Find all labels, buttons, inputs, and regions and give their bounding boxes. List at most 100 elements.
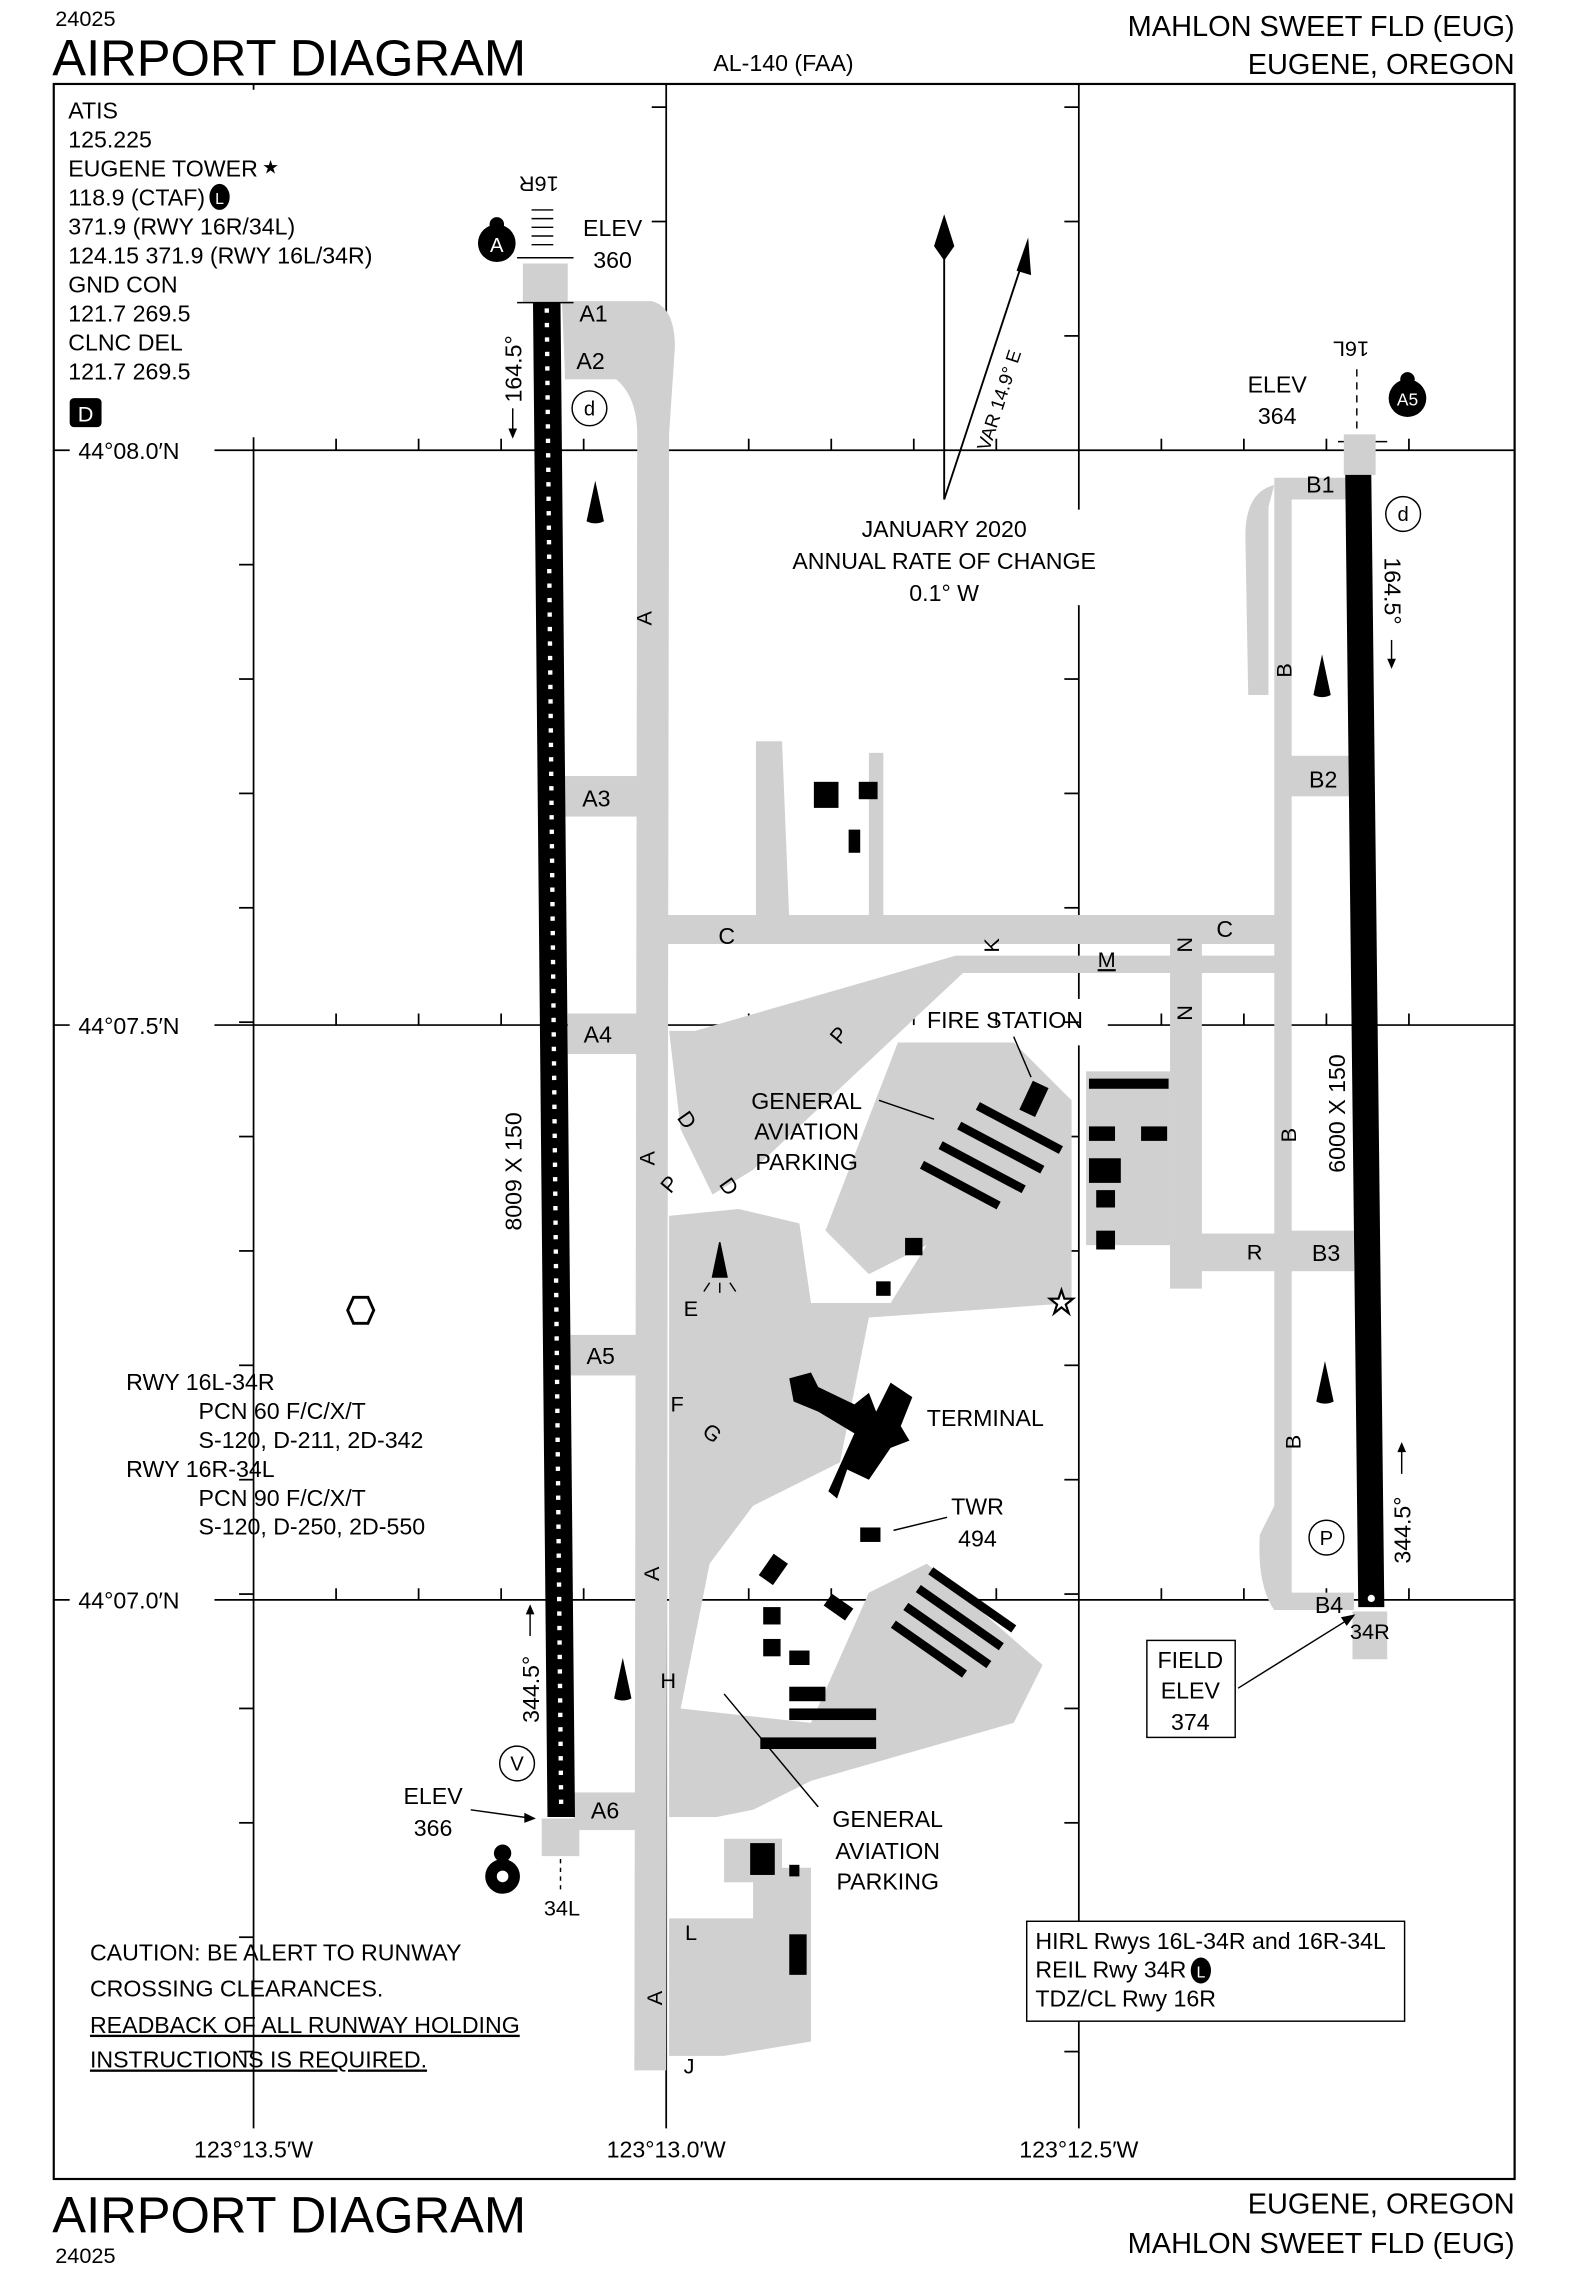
field-elev-line: ELEV bbox=[1161, 1677, 1221, 1703]
pcn-line: S-120, D-250, 2D-550 bbox=[199, 1514, 426, 1540]
wind-cone-icon bbox=[614, 1657, 632, 1701]
lat-label-0800: 44°08.0′N bbox=[78, 438, 179, 464]
badge-a5-icon bbox=[1388, 372, 1427, 417]
circle-d-icon bbox=[571, 390, 608, 427]
circle-d-text: d bbox=[1398, 504, 1409, 526]
buildings bbox=[750, 781, 1169, 1975]
circle-d-icon bbox=[1385, 495, 1422, 533]
arrow-down-icon bbox=[1387, 658, 1396, 669]
terminal-label: TERMINAL bbox=[927, 1405, 1044, 1431]
ga-parking-label-south: PARKING bbox=[836, 1868, 939, 1894]
runway-dimensions-left: 8009 X 150 bbox=[500, 1112, 526, 1230]
comm-line: 124.15 371.9 (RWY 16L/34R) bbox=[68, 243, 372, 269]
building bbox=[858, 781, 878, 800]
taxiway-label: A bbox=[635, 1151, 660, 1166]
arrow-up-icon bbox=[525, 1604, 535, 1615]
runway-dimensions-right: 6000 X 150 bbox=[1324, 1054, 1350, 1172]
rwy-16l-label: 16L bbox=[1333, 337, 1369, 362]
lon-label-1225: 123°12.5′W bbox=[1019, 2136, 1138, 2162]
field-elevation-box: FIELD ELEV 374 bbox=[1146, 1614, 1356, 1739]
elev-value: 360 bbox=[593, 247, 632, 273]
lon-label-1330: 123°13.0′W bbox=[607, 2136, 726, 2162]
taxiway-label: E bbox=[684, 1296, 698, 1321]
taxiway-label: J bbox=[684, 2053, 695, 2078]
taxiway-label: A2 bbox=[576, 348, 604, 374]
taxiway-label: B4 bbox=[1315, 1592, 1343, 1618]
magnetic-variation: VAR 14.9° E JANUARY 2020 ANNUAL RATE OF … bbox=[789, 214, 1101, 606]
var-label: VAR 14.9° E bbox=[973, 347, 1025, 453]
comm-line: 121.7 269.5 bbox=[68, 358, 190, 384]
caution-line: CAUTION: BE ALERT TO RUNWAY bbox=[90, 1939, 461, 1965]
taxiway-network bbox=[561, 301, 1354, 2071]
comm-line: 125.225 bbox=[68, 127, 152, 153]
lon-label-1335: 123°13.5′W bbox=[194, 2136, 313, 2162]
taxiway-label: A bbox=[642, 1990, 667, 2005]
circle-p-icon bbox=[1308, 1519, 1345, 1556]
chart-number-bottom: 24025 bbox=[55, 2243, 115, 2268]
taxiway-label: L bbox=[685, 1920, 697, 1945]
terminal-building bbox=[789, 1372, 913, 1499]
comms-block: ATIS 125.225 EUGENE TOWER ★ 118.9 (CTAF)… bbox=[58, 89, 457, 438]
heading-344-right: 344.5° bbox=[1389, 1496, 1415, 1563]
taxiway-label: A1 bbox=[579, 300, 607, 326]
taxiway-label: A4 bbox=[584, 1021, 612, 1047]
arff-index-a-badge-icon bbox=[477, 217, 516, 263]
comm-line: 371.9 (RWY 16R/34L) bbox=[68, 214, 295, 240]
symbols: A A5 d d P V bbox=[346, 217, 1427, 1894]
pcn-line: RWY 16L-34R bbox=[126, 1369, 274, 1395]
pcn-block: RWY 16L-34R PCN 60 F/C/X/T S-120, D-211,… bbox=[126, 1369, 425, 1540]
beacon-icon bbox=[703, 1242, 737, 1293]
comm-line: ATIS bbox=[68, 98, 118, 124]
lighting-badge-text: L bbox=[1196, 1965, 1205, 1982]
heading-344-left: 344.5° bbox=[518, 1656, 544, 1723]
lighting-badge-text: L bbox=[215, 191, 224, 208]
lighting-line: HIRL Rwys 16L-34R and 16R-34L bbox=[1035, 1928, 1386, 1954]
building bbox=[848, 829, 861, 853]
caution-line-underlined: READBACK OF ALL RUNWAY HOLDING bbox=[90, 2012, 520, 2038]
tower-star-icon: ★ bbox=[262, 157, 279, 178]
lighting-badge-icon bbox=[209, 183, 230, 210]
taxiway-label: C bbox=[1216, 916, 1233, 942]
star-outline-icon bbox=[1046, 1286, 1077, 1317]
taxiway-label: N bbox=[1172, 1005, 1197, 1021]
dcl-badge-icon bbox=[69, 398, 102, 428]
taxiway-label: B1 bbox=[1306, 471, 1334, 497]
field-elev-line: FIELD bbox=[1157, 1647, 1223, 1673]
title-bottom: AIRPORT DIAGRAM bbox=[52, 2187, 526, 2244]
comm-line: 121.7 269.5 bbox=[68, 300, 190, 326]
taxiway-label: A5 bbox=[587, 1343, 615, 1369]
wind-cone-icon bbox=[1313, 654, 1331, 698]
taxiway-label: C bbox=[718, 923, 735, 949]
circle-p-text: P bbox=[1320, 1528, 1334, 1550]
airport-name-top: MAHLON SWEET FLD (EUG) bbox=[1128, 11, 1515, 43]
wind-cone-icon bbox=[586, 480, 604, 524]
taxiway-label: A bbox=[639, 1566, 664, 1581]
taxiway-label: A6 bbox=[591, 1797, 619, 1823]
mag-line: JANUARY 2020 bbox=[862, 516, 1027, 542]
procedure-id: AL-140 (FAA) bbox=[713, 50, 853, 76]
heading-164-right: 164.5° bbox=[1379, 557, 1405, 624]
wind-cone-icon bbox=[1316, 1360, 1334, 1404]
ga-parking-label-south: AVIATION bbox=[835, 1838, 940, 1864]
arrow-icon bbox=[524, 1812, 536, 1823]
arrow-down-icon bbox=[508, 428, 518, 439]
field-elev-line: 374 bbox=[1171, 1709, 1210, 1735]
taxiway-label: H bbox=[660, 1668, 676, 1693]
elev-value: 366 bbox=[414, 1815, 453, 1841]
title-top: AIRPORT DIAGRAM bbox=[52, 29, 526, 86]
building bbox=[813, 781, 839, 808]
ga-parking-label: GENERAL bbox=[751, 1088, 862, 1114]
taxiway-label: F bbox=[671, 1392, 684, 1417]
lighting-badge-icon bbox=[1190, 1957, 1212, 1984]
dcl-badge-text: D bbox=[78, 401, 94, 426]
badge-a-text: A bbox=[490, 235, 504, 257]
comm-line: CLNC DEL bbox=[68, 329, 183, 355]
lighting-line: TDZ/CL Rwy 16R bbox=[1035, 1986, 1216, 2012]
caution-note: CAUTION: BE ALERT TO RUNWAY CROSSING CLE… bbox=[90, 1939, 520, 2072]
chart-number-top: 24025 bbox=[55, 6, 115, 31]
badge-a5-text: A5 bbox=[1397, 389, 1418, 409]
circle-d-text: d bbox=[584, 399, 595, 421]
taxiway-label: B2 bbox=[1309, 767, 1337, 793]
city-state-top: EUGENE, OREGON bbox=[1248, 49, 1515, 81]
taxiway-label: B bbox=[1272, 663, 1297, 677]
